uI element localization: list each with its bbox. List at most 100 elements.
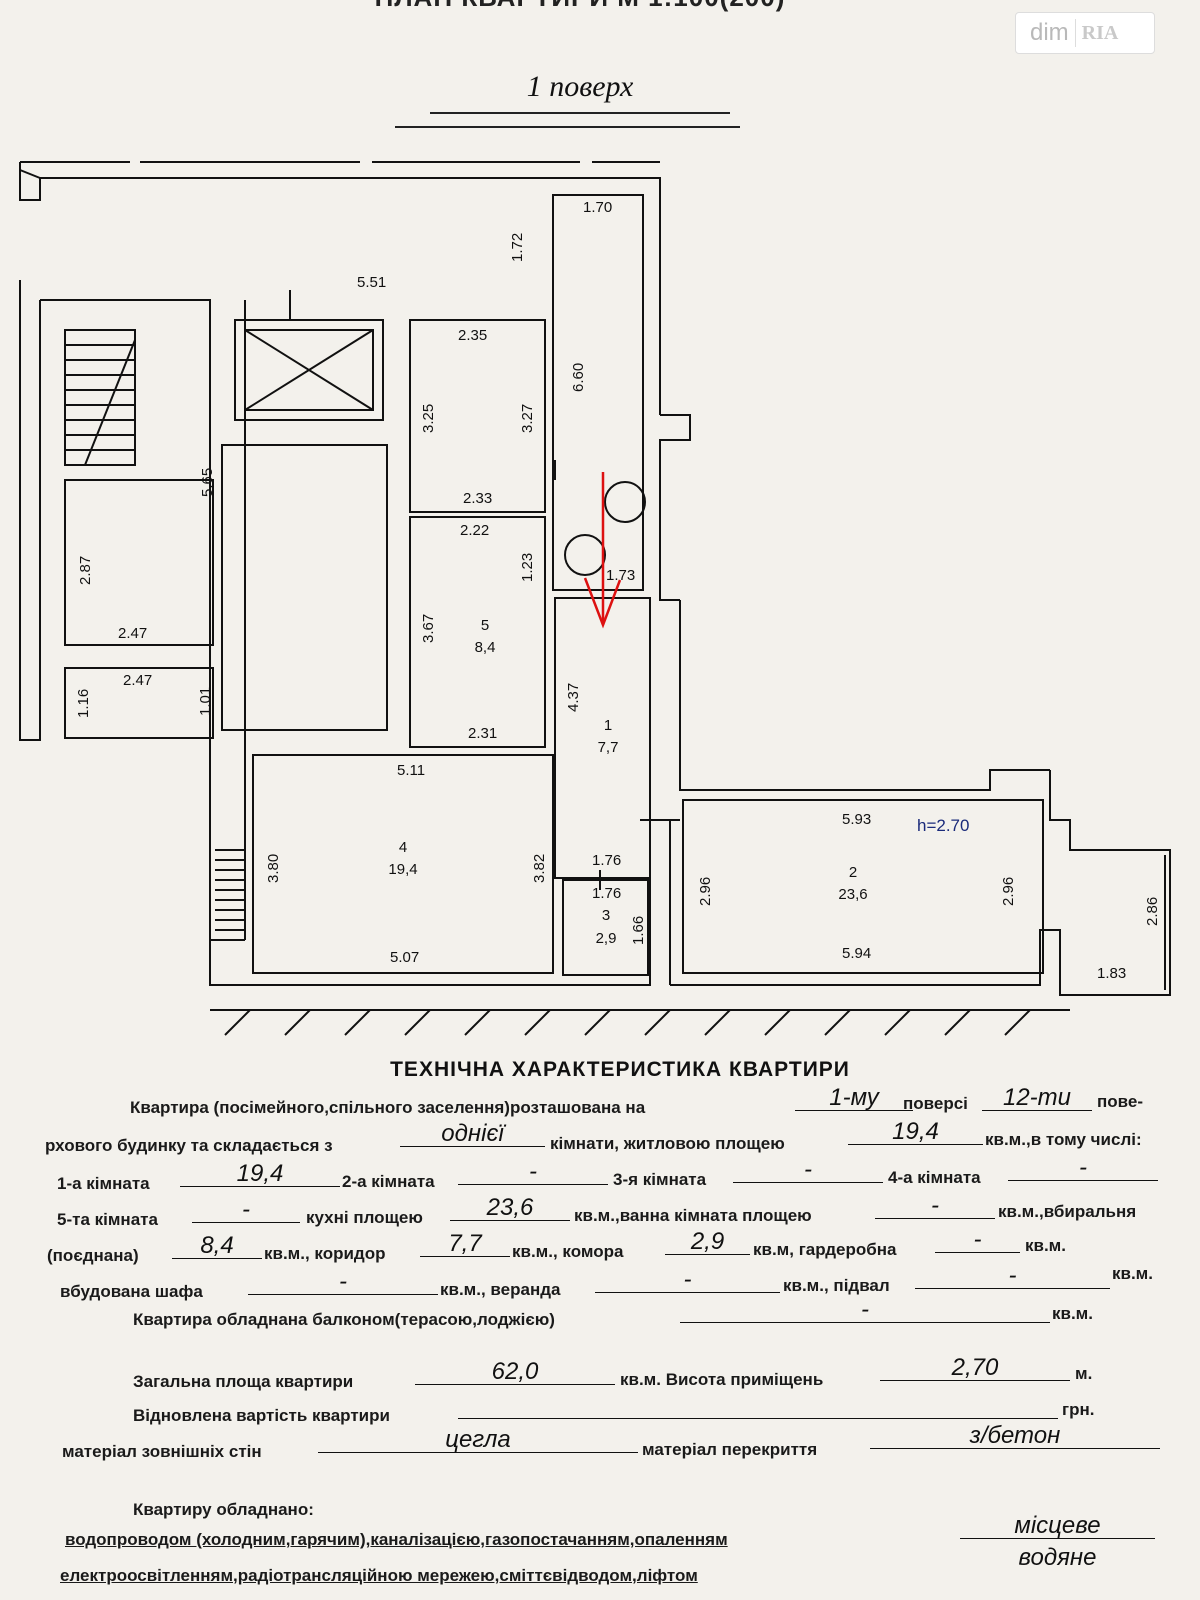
combined-label: (поєднана)	[47, 1246, 139, 1265]
balcony-value: -	[680, 1298, 1050, 1323]
dim-label: 1.66	[630, 916, 647, 945]
total-area-value: 62,0	[415, 1360, 615, 1385]
corridor-label: кв.м., коридор	[264, 1244, 386, 1263]
dim-label: 2.96	[697, 877, 714, 906]
room-area: 7,7	[598, 739, 619, 756]
room2-value: -	[458, 1160, 608, 1185]
specs-title: ТЕХНІЧНА ХАРАКТЕРИСТИКА КВАРТИРИ	[390, 1058, 850, 1081]
wardrobe-value: -	[935, 1228, 1020, 1253]
room4-label: 4-а кімната	[888, 1168, 981, 1187]
dim-label: 2.35	[458, 327, 487, 344]
kvm-label: кв.м.	[1112, 1264, 1153, 1283]
rooms-count-value: однієї	[400, 1122, 545, 1147]
basement-label: кв.м., підвал	[783, 1276, 890, 1295]
walls-label: матеріал зовнішніх стін	[62, 1442, 262, 1461]
room3-label: 3-я кімната	[613, 1170, 707, 1189]
storey-label-cont: пове-	[1097, 1092, 1143, 1111]
dim-label: 5.11	[397, 762, 425, 779]
logo-dim-text: dim	[1030, 19, 1069, 46]
title-underline	[395, 126, 740, 128]
logo-ria-text: RIA	[1081, 21, 1119, 44]
balcony-label: Квартира обладнана балконом(терасою,лодж…	[133, 1310, 555, 1329]
basement-value: -	[915, 1264, 1110, 1289]
room-number: 1	[604, 717, 612, 734]
closet-value: -	[248, 1270, 438, 1295]
dim-label: 5.93	[842, 811, 871, 828]
heating-type-value: водяне	[1018, 1544, 1097, 1571]
storage-value: 2,9	[665, 1230, 750, 1255]
closet-label: вбудована шафа	[60, 1282, 203, 1301]
uah-label: грн.	[1062, 1400, 1095, 1419]
room-number: 3	[602, 907, 610, 924]
storage-label: кв.м., комора	[512, 1242, 624, 1261]
room5-label: 5-та кімната	[57, 1210, 158, 1229]
corridor-value: 7,7	[420, 1232, 510, 1257]
ceiling-value: з/бетон	[870, 1424, 1160, 1449]
including-label: кв.м.,в тому числі:	[985, 1130, 1142, 1149]
dim-label: 3.82	[531, 854, 548, 883]
kvm-label: кв.м.	[1025, 1236, 1066, 1255]
dim-label: 2.87	[77, 556, 94, 585]
room1-value: 19,4	[180, 1162, 340, 1187]
dimension-labels: 1.70 1.72 5.51 2.35 3.25 3.27 6.60 2.33 …	[75, 199, 1161, 982]
logo-divider	[1074, 19, 1076, 47]
veranda-label: кв.м., веранда	[440, 1280, 561, 1299]
height-label: кв.м. Висота приміщень	[620, 1370, 824, 1389]
dim-label: 2.47	[123, 672, 152, 689]
dim-label: 3.25	[420, 404, 437, 433]
toilet-value: 8,4	[172, 1234, 262, 1259]
cost-label: Відновлена вартість квартири	[133, 1406, 390, 1425]
dim-label: 1.01	[197, 687, 214, 716]
equipped-label: Квартиру обладнано:	[133, 1500, 314, 1519]
room5-value: -	[192, 1198, 300, 1223]
floor-label: Квартира (посімейного,спільного заселенн…	[130, 1098, 646, 1117]
dim-label: 2.96	[1000, 877, 1017, 906]
room-area: 2,9	[596, 930, 617, 947]
dim-label: 5.65	[199, 468, 216, 497]
living-area-value: 19,4	[848, 1120, 983, 1145]
floor-title: 1 поверх	[526, 70, 634, 103]
dim-label: 3.67	[420, 614, 437, 643]
dim-label: 1.16	[75, 689, 92, 718]
title-underline	[430, 112, 730, 114]
room-number: 2	[849, 864, 857, 881]
dim-label: 2.31	[468, 725, 497, 742]
dim-label: 2.33	[463, 490, 492, 507]
dim-label: 1.70	[583, 199, 612, 216]
dim-label: 6.60	[570, 363, 587, 392]
utilities-line-2: електроосвітленням,радіотрансляційною ме…	[60, 1566, 698, 1585]
meters-label: м.	[1075, 1364, 1093, 1383]
dim-label: 1.72	[509, 233, 526, 262]
rooms-label: рхового будинку та складається з	[45, 1136, 333, 1155]
height-value: 2,70	[880, 1356, 1070, 1381]
room4-value: -	[1008, 1156, 1158, 1181]
room-area: 23,6	[838, 886, 867, 903]
ceiling-label: матеріал перекриття	[642, 1440, 818, 1459]
dim-label: 3.80	[265, 854, 282, 883]
toilet-label: кв.м.,вбиральня	[998, 1202, 1137, 1221]
cost-value	[458, 1394, 1058, 1419]
dim-label: 2.22	[460, 522, 489, 539]
floor-plan: 1.70 1.72 5.51 2.35 3.25 3.27 6.60 2.33 …	[19, 161, 1171, 1036]
dim-label: 3.27	[519, 404, 536, 433]
bath-label: кв.м.,ванна кімната площею	[574, 1206, 812, 1225]
bath-value: -	[875, 1194, 995, 1219]
wardrobe-label: кв.м, гардеробна	[753, 1240, 897, 1259]
room2-label: 2-а кімната	[342, 1172, 435, 1191]
walls-value: цегла	[318, 1428, 638, 1453]
room-area: 19,4	[388, 861, 417, 878]
room-area: 8,4	[475, 639, 496, 656]
dim-label: 2.47	[118, 625, 147, 642]
floor-value: 1-му	[795, 1086, 913, 1111]
living-area-label: кімнати, житловою площею	[550, 1134, 785, 1153]
room-labels: 5 8,4 1 7,7 4 19,4 3 2,9 2 23,6	[388, 617, 867, 947]
dim-label: 1.23	[519, 553, 536, 582]
room-number: 5	[481, 617, 489, 634]
kvm-label: кв.м.	[1052, 1304, 1093, 1323]
heating-value: місцеве	[960, 1514, 1155, 1539]
dim-label: 5.07	[390, 949, 419, 966]
plan-title: ПЛАН КВАРТИРИ М 1:100(200)	[330, 0, 830, 13]
storeys-value: 12-ти	[982, 1086, 1092, 1111]
room-number: 4	[399, 839, 407, 856]
dimria-logo[interactable]: dim RIA	[1015, 12, 1155, 54]
